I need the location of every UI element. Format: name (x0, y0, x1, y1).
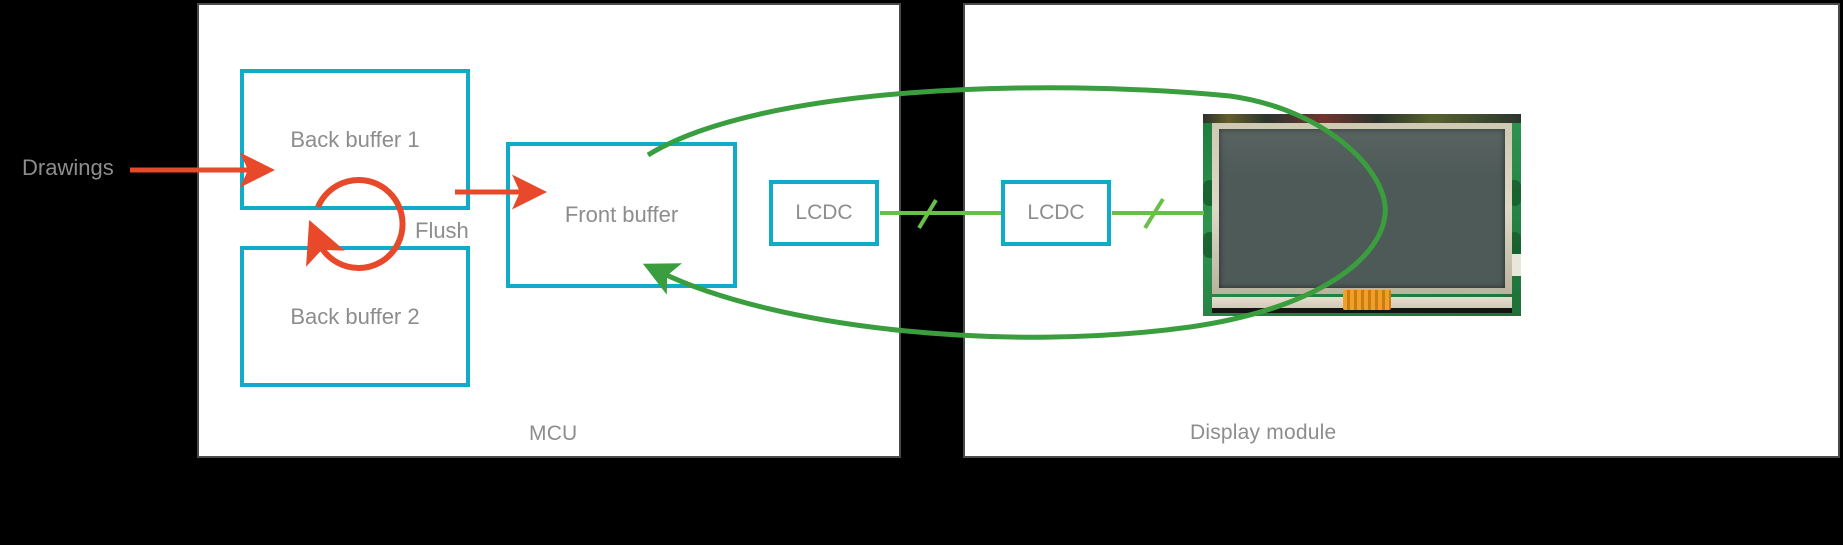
back-buffer-1-box[interactable]: Back buffer 1 (240, 69, 470, 210)
pcb-connector-tab (1509, 254, 1521, 276)
lcd-screen (1219, 129, 1505, 288)
screen-glare (1219, 129, 1505, 177)
back-buffer-1-label: Back buffer 1 (290, 126, 420, 152)
display-module-photo (1203, 114, 1521, 316)
lcdc-mcu-label: LCDC (795, 201, 853, 224)
front-buffer-label: Front buffer (564, 202, 679, 227)
front-buffer-box[interactable]: Front buffer (506, 142, 737, 288)
lcd-bezel (1212, 123, 1512, 294)
pcb-components-strip (1203, 114, 1521, 123)
drawings-label: Drawings (22, 155, 114, 180)
back-buffer-2-box[interactable]: Back buffer 2 (240, 246, 470, 387)
mcu-panel-label: MCU (529, 422, 578, 445)
back-buffer-2-label: Back buffer 2 (290, 303, 420, 329)
lcdc-display-box[interactable]: LCDC (1001, 180, 1111, 246)
lcdc-display-label: LCDC (1027, 201, 1085, 224)
display-panel-label: Display module (1190, 421, 1337, 444)
lcdc-link-mcu-slash (917, 198, 938, 230)
ribbon-connector (1342, 290, 1391, 310)
flush-label: Flush (415, 218, 469, 243)
lcdc-mcu-box[interactable]: LCDC (769, 180, 879, 246)
